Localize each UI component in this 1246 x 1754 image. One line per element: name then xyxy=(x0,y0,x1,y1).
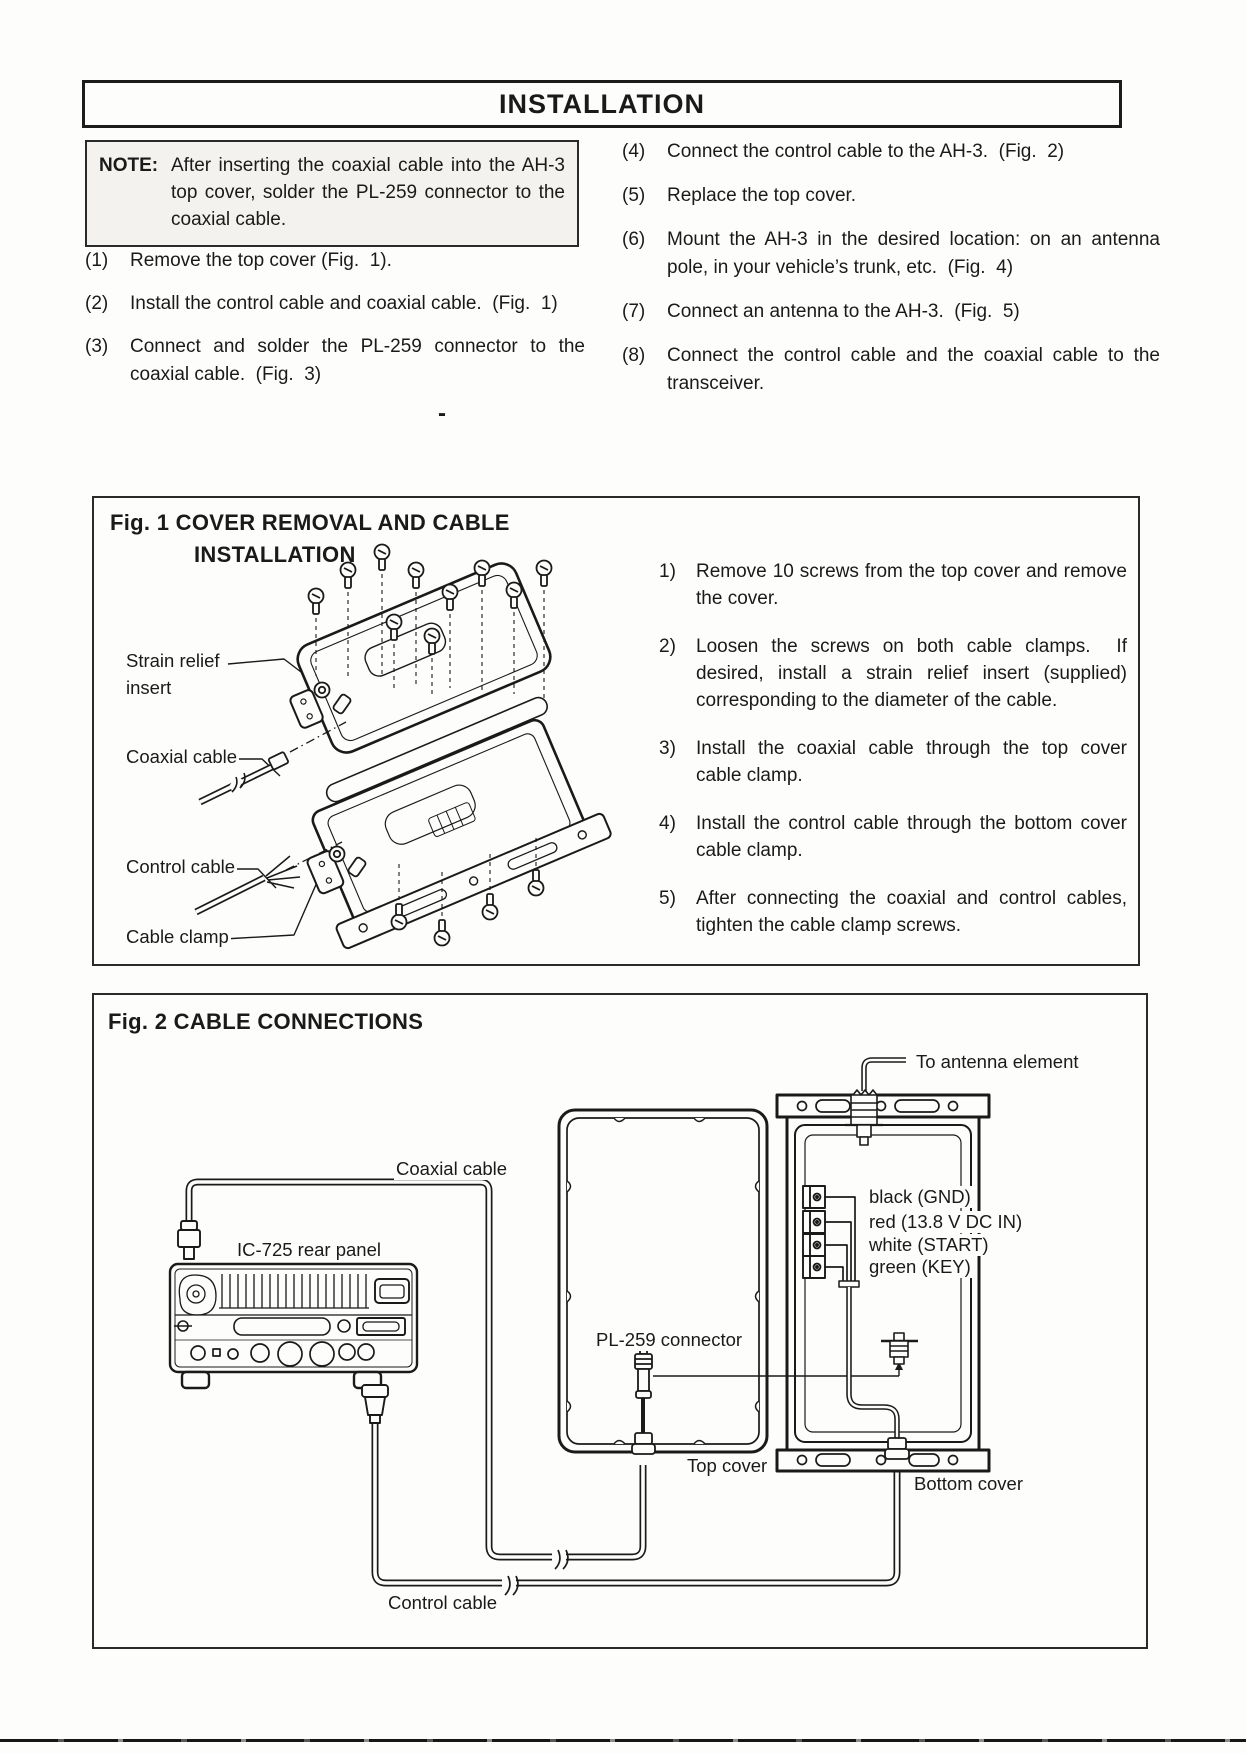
step-8: (8) Connect the control cable and the co… xyxy=(622,342,1160,398)
fig1-title-line1: Fig. 1 COVER REMOVAL AND CABLE xyxy=(110,510,510,535)
fig2-label-pl259: PL-259 connector xyxy=(594,1329,745,1351)
step-number: 2) xyxy=(659,636,676,657)
step-text: Connect an antenna to the AH-3. (Fig. 5) xyxy=(667,301,1020,322)
figure-2-box: Fig. 2 CABLE CONNECTIONS To antenna elem… xyxy=(92,993,1148,1649)
figure-1-box: Fig. 1 COVER REMOVAL AND CABLE INSTALLAT… xyxy=(92,496,1140,966)
step-text: Install the control cable through the bo… xyxy=(696,813,1133,861)
step-number: 3) xyxy=(659,738,676,759)
fig2-wire-label-green: green (KEY) xyxy=(867,1256,973,1278)
step-text: Remove 10 screws from the top cover and … xyxy=(696,561,1133,609)
page-title-box: INSTALLATION xyxy=(82,80,1122,128)
step-text: Mount the AH-3 in the desired location: … xyxy=(667,229,1166,278)
step-7: (7) Connect an antenna to the AH-3. (Fig… xyxy=(622,298,1160,326)
note-text: After inserting the coaxial cable into t… xyxy=(171,155,571,230)
fig1-title-line2: INSTALLATION xyxy=(194,542,356,567)
step-number: (6) xyxy=(622,229,646,250)
fig2-cable-connections-drawing xyxy=(168,1057,991,1596)
fig1-step-5: 5) After connecting the coaxial and cont… xyxy=(659,885,1127,939)
step-number: (2) xyxy=(85,293,109,314)
note-box: NOTE: After inserting the coaxial cable … xyxy=(85,140,579,247)
page-title: INSTALLATION xyxy=(499,88,705,119)
step-text: Replace the top cover. xyxy=(667,185,857,206)
note-label: NOTE: xyxy=(99,155,159,176)
step-text: Install the control cable and coaxial ca… xyxy=(130,293,558,314)
fig2-wire-label-red: red (13.8 V DC IN) xyxy=(867,1211,1025,1233)
fig1-label-strain-relief-2: insert xyxy=(124,677,174,699)
fig1-step-1: 1) Remove 10 screws from the top cover a… xyxy=(659,558,1127,612)
step-number: (8) xyxy=(622,345,646,366)
fig1-step-2: 2) Loosen the screws on both cable clamp… xyxy=(659,633,1127,714)
fig1-label-strain-relief: Strain relief xyxy=(124,650,222,672)
step-6: (6) Mount the AH-3 in the desired locati… xyxy=(622,226,1160,282)
fig2-label-to-antenna: To antenna element xyxy=(914,1051,1081,1073)
step-text: After connecting the coaxial and control… xyxy=(696,888,1133,936)
fig1-step-3: 3) Install the coaxial cable through the… xyxy=(659,735,1127,789)
fig2-label-control-cable: Control cable xyxy=(386,1592,500,1614)
fig2-label-bottom-cover: Bottom cover xyxy=(912,1473,1025,1495)
step-number: (7) xyxy=(622,301,646,322)
step-text: Remove the top cover (Fig. 1). xyxy=(130,250,392,271)
step-number: (4) xyxy=(622,141,646,162)
step-4: (4) Connect the control cable to the AH-… xyxy=(622,138,1160,166)
steps-left: (1) Remove the top cover (Fig. 1). (2) I… xyxy=(85,247,585,389)
step-number: (3) xyxy=(85,336,109,357)
fig1-label-coaxial-cable: Coaxial cable xyxy=(124,746,240,768)
step-number: (5) xyxy=(622,185,646,206)
step-number: 5) xyxy=(659,888,676,909)
step-text: Connect and solder the PL-259 connector … xyxy=(130,336,591,385)
fig2-wire-label-white: white (START) xyxy=(867,1234,991,1256)
step-number: 4) xyxy=(659,813,676,834)
step-text: Install the coaxial cable through the to… xyxy=(696,738,1133,786)
fig1-label-cable-clamp: Cable clamp xyxy=(124,926,231,948)
fig2-label-top-cover: Top cover xyxy=(685,1455,770,1477)
step-text: Connect the control cable and the coaxia… xyxy=(667,345,1166,394)
step-2: (2) Install the control cable and coaxia… xyxy=(85,290,585,318)
fig1-label-control-cable: Control cable xyxy=(124,856,238,878)
fig2-label-coaxial-cable: Coaxial cable xyxy=(394,1158,510,1180)
fig2-label-rear-panel: IC-725 rear panel xyxy=(235,1239,383,1261)
scan-dash-mark: - xyxy=(438,400,446,427)
step-3: (3) Connect and solder the PL-259 connec… xyxy=(85,333,585,389)
fig1-steps: 1) Remove 10 screws from the top cover a… xyxy=(659,558,1127,939)
fig2-wire-label-black: black (GND) xyxy=(867,1186,973,1208)
fig1-step-4: 4) Install the control cable through the… xyxy=(659,810,1127,864)
steps-right: (4) Connect the control cable to the AH-… xyxy=(622,138,1160,398)
step-number: (1) xyxy=(85,250,109,271)
page-bottom-rule xyxy=(0,1739,1246,1742)
step-text: Loosen the screws on both cable clamps. … xyxy=(696,636,1133,711)
step-1: (1) Remove the top cover (Fig. 1). xyxy=(85,247,585,275)
step-number: 1) xyxy=(659,561,676,582)
fig1-exploded-view-drawing xyxy=(194,543,612,950)
step-text: Connect the control cable to the AH-3. (… xyxy=(667,141,1065,162)
step-5: (5) Replace the top cover. xyxy=(622,182,1160,210)
fig2-title: Fig. 2 CABLE CONNECTIONS xyxy=(108,1009,424,1034)
